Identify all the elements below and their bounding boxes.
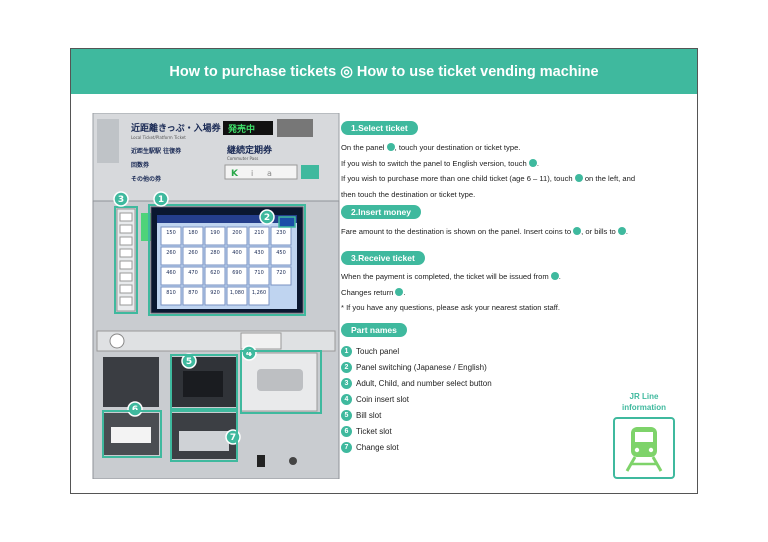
section-insert-title: 2.Insert money bbox=[341, 205, 421, 219]
fare-button[interactable] bbox=[248, 286, 270, 306]
fare-label: 620 bbox=[210, 270, 220, 276]
callout-1: 1 bbox=[153, 191, 169, 207]
svg-text:近距生駅駅 往復券: 近距生駅駅 往復券 bbox=[131, 147, 182, 155]
svg-text:7: 7 bbox=[230, 433, 236, 443]
svg-text:Local Ticket/Platform Ticket: Local Ticket/Platform Ticket bbox=[131, 135, 186, 140]
fare-label: 180 bbox=[188, 230, 198, 236]
svg-text:a: a bbox=[267, 169, 272, 178]
fare-button[interactable] bbox=[226, 246, 248, 266]
fare-label: 470 bbox=[188, 270, 198, 276]
ticket-machine-illustration: 近距離きっぷ・入場券 Local Ticket/Platform Ticket … bbox=[92, 113, 340, 479]
fare-button[interactable] bbox=[204, 246, 226, 266]
svg-text:4: 4 bbox=[246, 349, 252, 359]
on-sale-display: 発売中 bbox=[227, 123, 255, 135]
fare-label: 810 bbox=[166, 290, 176, 296]
fare-label: 280 bbox=[210, 250, 220, 256]
fare-button[interactable] bbox=[270, 246, 292, 266]
fare-label: 1,260 bbox=[252, 290, 266, 296]
marker-6 bbox=[550, 272, 559, 280]
svg-text:5: 5 bbox=[186, 357, 192, 367]
fare-label: 450 bbox=[276, 250, 286, 256]
fare-label: 870 bbox=[188, 290, 198, 296]
fare-label: 190 bbox=[210, 230, 220, 236]
svg-text:K: K bbox=[231, 169, 239, 179]
fare-button[interactable] bbox=[248, 266, 270, 286]
fare-button[interactable] bbox=[204, 286, 226, 306]
fare-label: 400 bbox=[232, 250, 242, 256]
svg-text:1: 1 bbox=[158, 195, 164, 205]
callout-4: 4 bbox=[241, 345, 257, 361]
fare-label: 200 bbox=[232, 230, 242, 236]
marker-2 bbox=[528, 158, 537, 167]
fare-button[interactable] bbox=[160, 246, 182, 266]
marker-3 bbox=[574, 174, 583, 182]
fare-label: 690 bbox=[232, 270, 242, 276]
fare-button[interactable] bbox=[226, 286, 248, 306]
train-icon[interactable] bbox=[613, 417, 675, 479]
fare-button[interactable] bbox=[182, 246, 204, 266]
section-receive-text: When the payment is completed, the ticke… bbox=[341, 272, 561, 312]
guide-panel: How to purchase tickets ◎ How to use tic… bbox=[70, 48, 698, 494]
svg-text:回数券: 回数券 bbox=[131, 161, 150, 169]
marker-5 bbox=[617, 227, 626, 235]
section-insert-text: Fare amount to the destination is shown … bbox=[341, 227, 629, 236]
fare-label: 150 bbox=[166, 230, 176, 236]
sign-main: 近距離きっぷ・入場券 bbox=[131, 122, 222, 134]
fare-button[interactable] bbox=[248, 246, 270, 266]
fare-button[interactable] bbox=[182, 286, 204, 306]
section-select-title: 1.Select ticket bbox=[341, 121, 418, 135]
marker-7 bbox=[395, 287, 404, 296]
fare-label: 260 bbox=[166, 250, 176, 256]
fare-button[interactable] bbox=[204, 266, 226, 286]
fare-label: 720 bbox=[276, 270, 286, 276]
fare-button[interactable] bbox=[160, 226, 182, 246]
jr-line-info-label: JR Line information bbox=[622, 392, 666, 412]
svg-text:i: i bbox=[251, 169, 253, 178]
fare-button[interactable] bbox=[182, 266, 204, 286]
fare-button[interactable] bbox=[226, 266, 248, 286]
fare-button[interactable] bbox=[270, 266, 292, 286]
svg-text:継続定期券: 継続定期券 bbox=[227, 144, 273, 156]
fare-label: 260 bbox=[188, 250, 198, 256]
fare-label: 710 bbox=[254, 270, 264, 276]
fare-button[interactable] bbox=[226, 226, 248, 246]
fare-button[interactable] bbox=[204, 226, 226, 246]
marker-1 bbox=[386, 143, 395, 151]
fare-button[interactable] bbox=[160, 286, 182, 306]
fare-label: 460 bbox=[166, 270, 176, 276]
callout-3: 3 bbox=[113, 191, 129, 207]
fare-label: 1,080 bbox=[230, 290, 244, 296]
fare-label: 210 bbox=[254, 230, 264, 236]
page-title: How to purchase tickets ◎ How to use tic… bbox=[71, 49, 697, 94]
section-select-text: On the panel , touch your destination or… bbox=[341, 143, 636, 199]
svg-text:その他の券: その他の券 bbox=[131, 175, 162, 183]
fare-label: 430 bbox=[254, 250, 264, 256]
fare-button[interactable] bbox=[248, 226, 270, 246]
callout-5: 5 bbox=[181, 353, 197, 369]
svg-text:2: 2 bbox=[264, 213, 270, 223]
fare-label: 920 bbox=[210, 290, 220, 296]
callout-2: 2 bbox=[259, 209, 275, 225]
svg-text:3: 3 bbox=[118, 195, 124, 205]
callout-6: 6 bbox=[127, 401, 143, 417]
section-receive-title: 3.Receive ticket bbox=[341, 251, 425, 265]
section-parts-title: Part names bbox=[341, 323, 407, 337]
fare-label: 230 bbox=[276, 230, 286, 236]
fare-button[interactable] bbox=[160, 266, 182, 286]
svg-text:Commuter Pass: Commuter Pass bbox=[227, 156, 258, 161]
marker-4 bbox=[573, 227, 582, 235]
fare-button[interactable] bbox=[182, 226, 204, 246]
